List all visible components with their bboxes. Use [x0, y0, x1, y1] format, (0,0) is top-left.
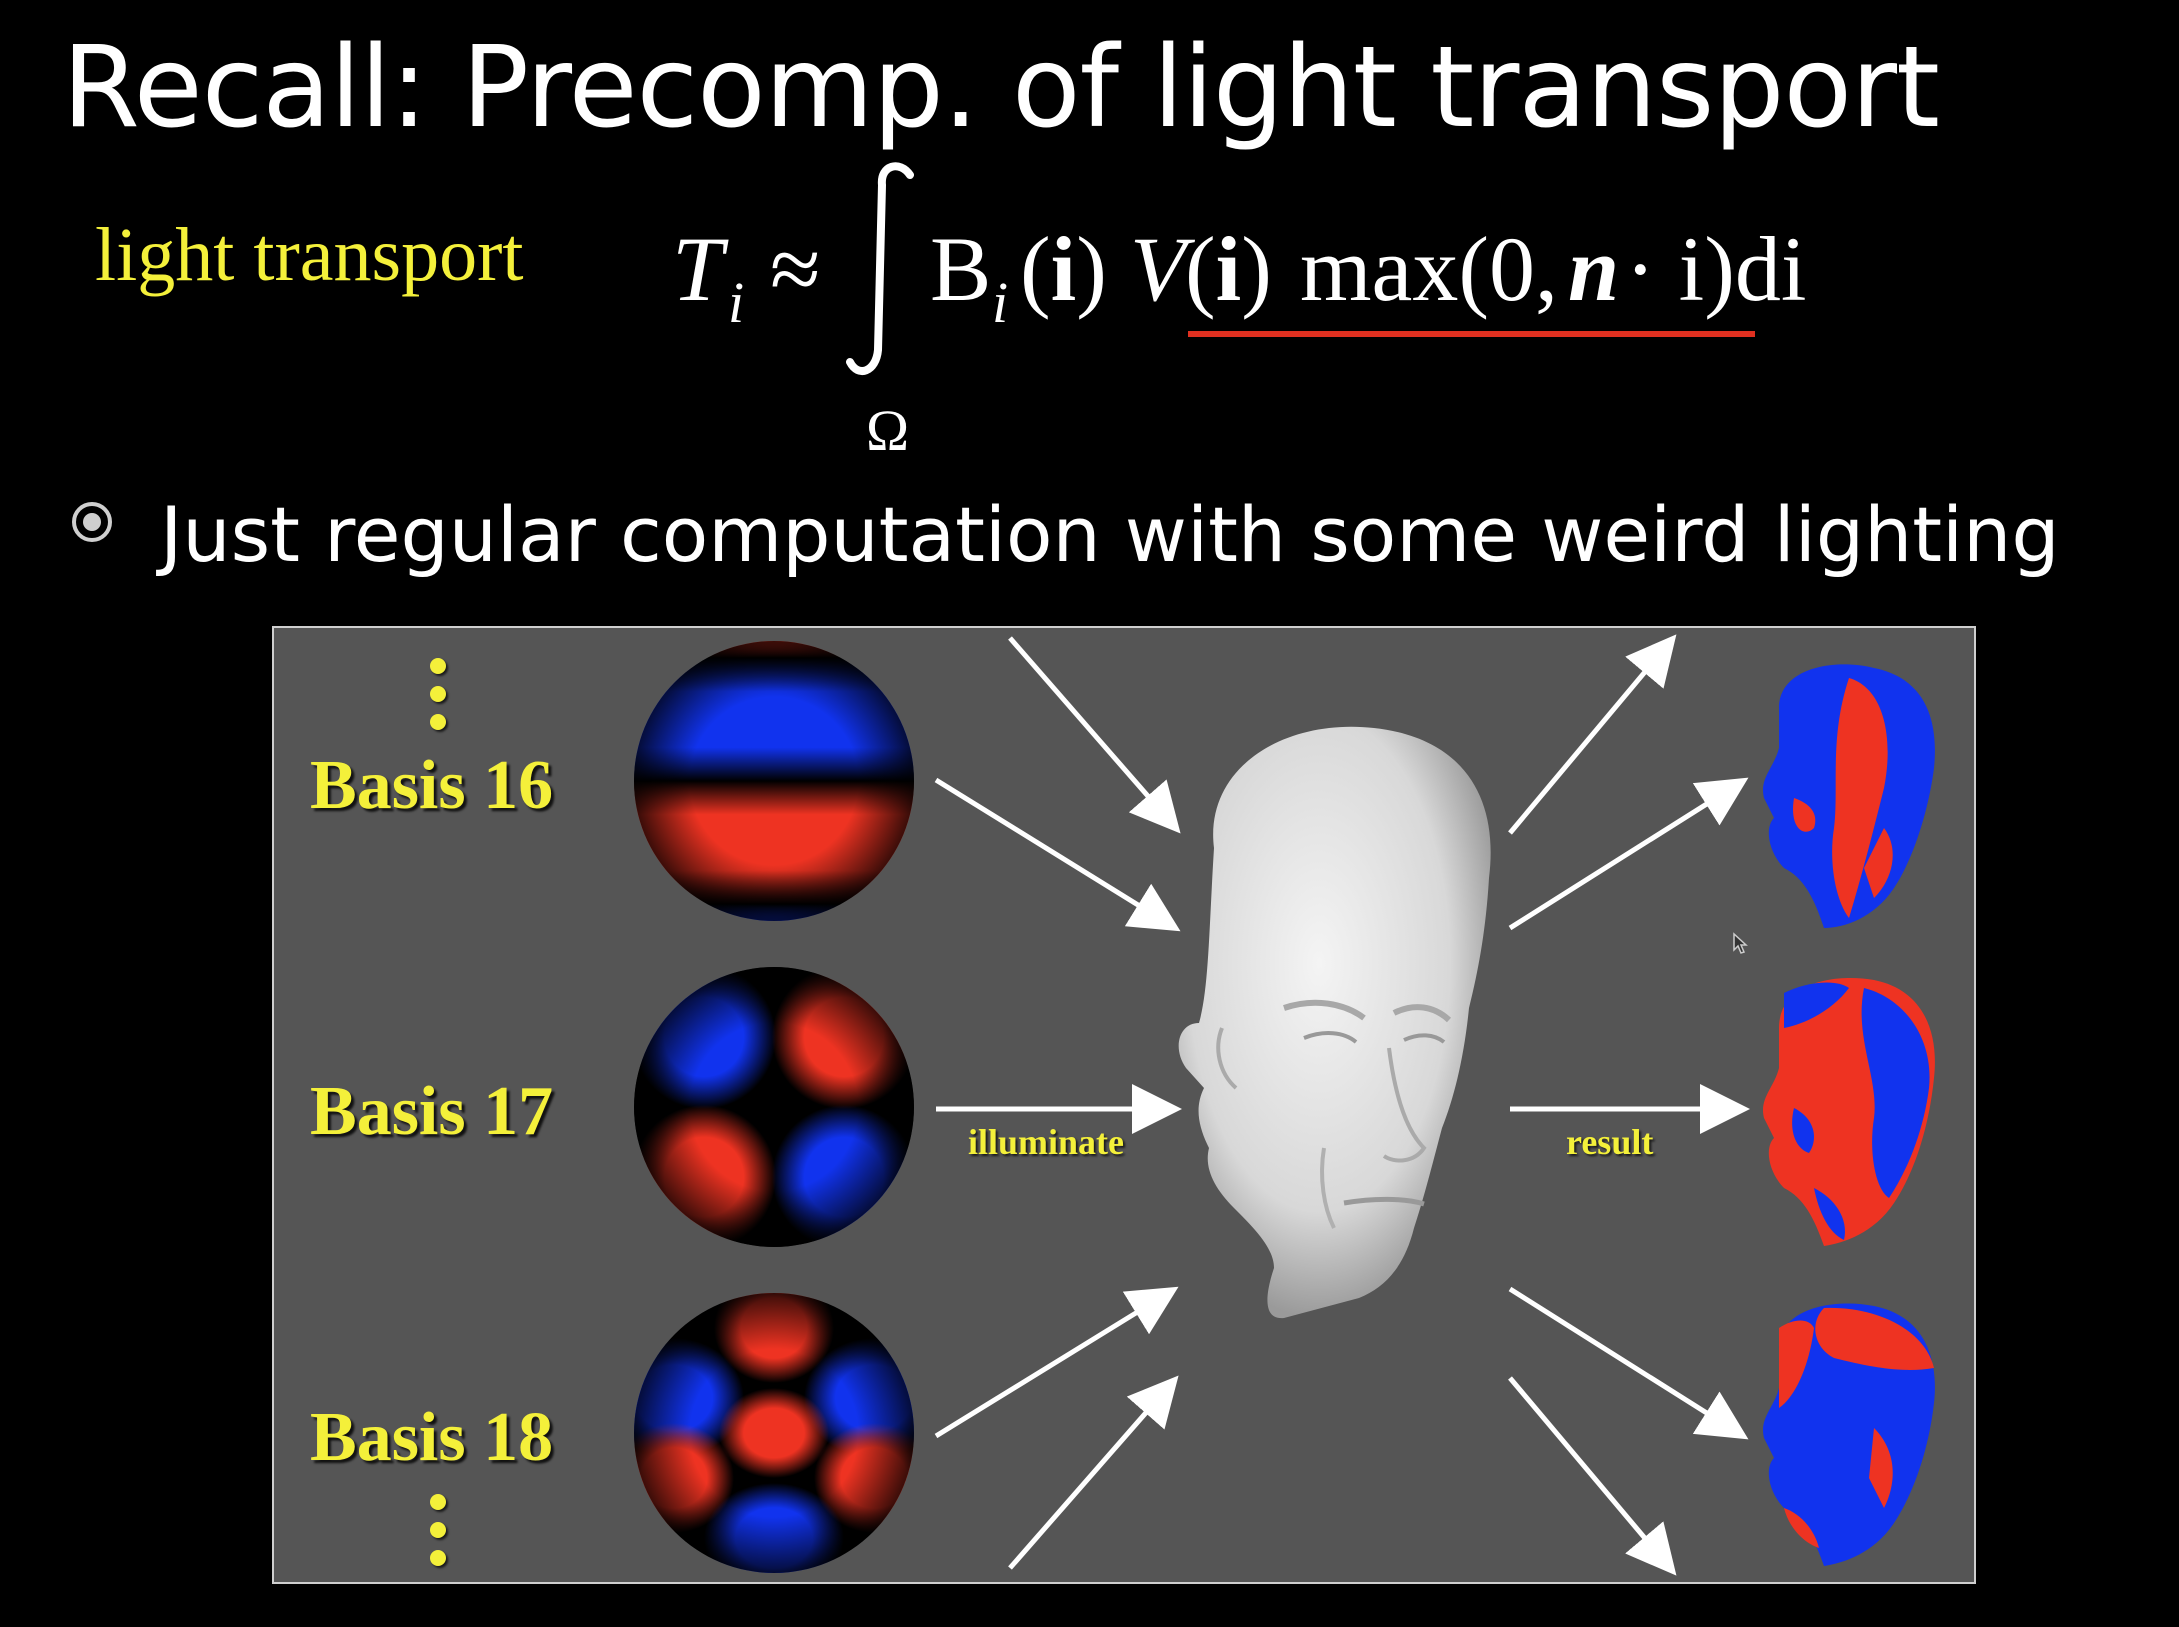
illuminate-arrow-top	[934, 777, 1181, 932]
circle-bullet-icon	[72, 502, 112, 542]
illuminate-arrow-top-far	[1008, 636, 1181, 834]
white-head-model	[1178, 726, 1491, 1319]
equation-visibility-symbol: V	[1130, 218, 1196, 320]
illuminate-arrow-bottom-far	[1008, 1375, 1179, 1570]
result-arrow-top-far	[1508, 634, 1677, 835]
illuminate-arrow-bottom	[934, 1286, 1179, 1439]
equation-max-term: max(0,	[1300, 218, 1558, 320]
equation-approx: ≈	[770, 218, 821, 320]
equation-domain: Ω	[866, 398, 909, 463]
integral-sign-icon	[846, 162, 914, 375]
figure-graphics	[634, 634, 1935, 1576]
mouse-cursor-icon	[1733, 932, 1748, 954]
ellipsis-bottom	[430, 1494, 450, 1578]
equation-lhs-subscript: i	[728, 270, 744, 335]
slide-title: Recall: Precomp. of light transport	[62, 23, 1940, 153]
light-transport-equation: T i ≈ Ω B i (i) V (i) max(0, n · i)di	[672, 162, 1806, 463]
result-arrow-top	[1508, 777, 1749, 931]
equation-basis-subscript: i	[992, 270, 1008, 335]
equation-lhs: T	[672, 218, 729, 320]
basis-label-18: Basis 18	[310, 1399, 554, 1476]
basis-18-sphere	[634, 1293, 914, 1573]
basis-label-17: Basis 17	[310, 1073, 554, 1150]
result-label: result	[1566, 1122, 1654, 1162]
equation-normal: n	[1568, 218, 1619, 320]
basis-16-sphere	[634, 641, 914, 921]
illuminate-label: illuminate	[968, 1122, 1125, 1162]
basis-label-16: Basis 16	[310, 747, 554, 824]
basis-illumination-figure: Basis 16 Basis 17 Basis 18 illuminate re…	[272, 626, 1976, 1584]
result-arrows	[1508, 634, 1750, 1576]
result-arrow-bottom	[1508, 1286, 1749, 1440]
equation-visibility-arg: (i)	[1185, 218, 1272, 320]
equation-basis-arg: (i)	[1020, 218, 1107, 320]
result-head-16	[1762, 664, 1935, 928]
result-head-18	[1762, 1303, 1935, 1566]
bullet-text: Just regular computation with some weird…	[160, 490, 2060, 579]
illuminate-arrows	[934, 636, 1182, 1570]
ellipsis-top	[430, 658, 450, 742]
equation-label: light transport	[95, 213, 524, 297]
equation-tail: · i)di	[1625, 218, 1806, 320]
basis-17-sphere	[634, 967, 914, 1247]
equation-basis-symbol: B	[930, 218, 991, 320]
result-arrow-bottom-far	[1508, 1376, 1677, 1576]
result-head-17	[1762, 977, 1935, 1246]
